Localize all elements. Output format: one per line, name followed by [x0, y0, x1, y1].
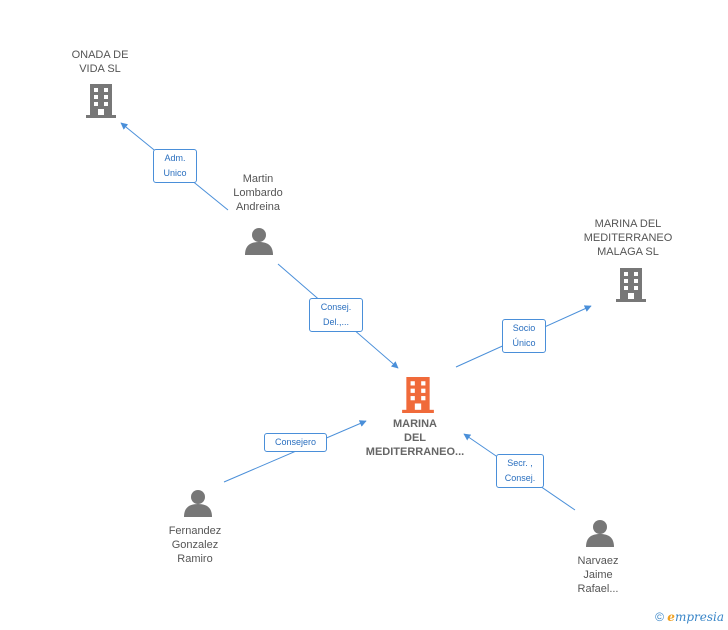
node-fernandez-label: Fernandez Gonzalez Ramiro — [168, 525, 222, 565]
node-narvaez[interactable]: Narvaez Jaime Rafael... — [552, 554, 644, 596]
node-marina-center-label: MARINA DEL MEDITERRANEO... — [365, 418, 465, 458]
person-icon — [245, 228, 273, 255]
brand-initial: e — [667, 610, 675, 624]
edge-label-consejero: Consejero — [264, 433, 327, 452]
building-icon — [86, 84, 116, 118]
edge-label-adm-unico: Adm. Unico — [153, 149, 197, 183]
node-onada-label: ONADA DE VIDA SL — [71, 49, 129, 75]
empresia-logo: © empresia — [655, 610, 724, 624]
node-marina-malaga[interactable]: MARINA DEL MEDITERRANEO MALAGA SL — [576, 217, 680, 259]
brand-rest: mpresia — [674, 610, 724, 624]
person-icon — [184, 490, 212, 517]
copyright-icon: © — [655, 610, 664, 624]
node-narvaez-label: Narvaez Jaime Rafael... — [577, 555, 619, 595]
edge-label-consej-del: Consej. Del.,... — [309, 298, 363, 332]
node-marina-center[interactable]: MARINA DEL MEDITERRANEO... — [355, 417, 475, 459]
edge-label-secr-consej: Secr. , Consej. — [496, 454, 544, 488]
building-icon-main — [402, 377, 434, 413]
node-martin-label: Martin Lombardo Andreina — [233, 173, 283, 213]
person-icon — [586, 520, 614, 547]
node-martin[interactable]: Martin Lombardo Andreina — [213, 172, 303, 214]
node-fernandez[interactable]: Fernandez Gonzalez Ramiro — [150, 524, 240, 566]
node-onada[interactable]: ONADA DE VIDA SL — [52, 48, 148, 76]
edge-label-socio-unico: Socio Único — [502, 319, 546, 353]
node-marina-malaga-label: MARINA DEL MEDITERRANEO MALAGA SL — [583, 218, 673, 258]
building-icon — [616, 268, 646, 302]
